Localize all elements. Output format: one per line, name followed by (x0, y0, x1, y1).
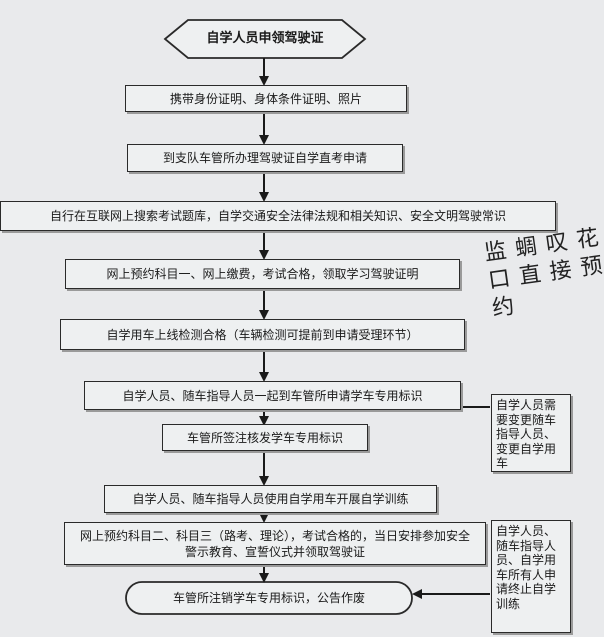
start-label: 自学人员申领驾驶证 (206, 31, 324, 46)
step-4: 网上预约科目一、网上缴费，考试合格，领取学习驾驶证明 (65, 259, 460, 289)
step-1: 携带身份证明、身体条件证明、照片 (125, 85, 407, 112)
end-label: 车管所注销学车专用标识，公告作废 (172, 591, 365, 605)
step-9: 网上预约科目二、科目三（路考、理论），考试合格的，当日安排参加安全警示教育、宣誓… (64, 522, 486, 565)
step-5: 自学用车上线检测合格（车辆检测可提前到申请受理环节） (60, 319, 465, 350)
step-2: 到支队车管所办理驾驶证自学直考申请 (127, 144, 403, 172)
side-note-change: 自学人员需要变更随车指导人员、变更自学用车 (491, 394, 571, 472)
start-hexagon (163, 19, 367, 59)
step-7: 车管所签注核发学车专用标识 (162, 424, 368, 451)
handwritten-annotation: 监 蜩 叹 花口 直 接 预 约 (482, 225, 604, 322)
step-6: 自学人员、随车指导人员一起到车管所申请学车专用标识 (84, 381, 461, 410)
step-8: 自学人员、随车指导人员使用自学用车开展自学训练 (104, 485, 437, 513)
side-note-terminate: 自学人员、随车指导人员、自学用车所有人申请终止自学训练 (491, 520, 571, 633)
step-3: 自行在互联网上搜索考试题库，自学交通安全法律法规和相关知识、安全文明驾驶常识 (0, 201, 556, 231)
